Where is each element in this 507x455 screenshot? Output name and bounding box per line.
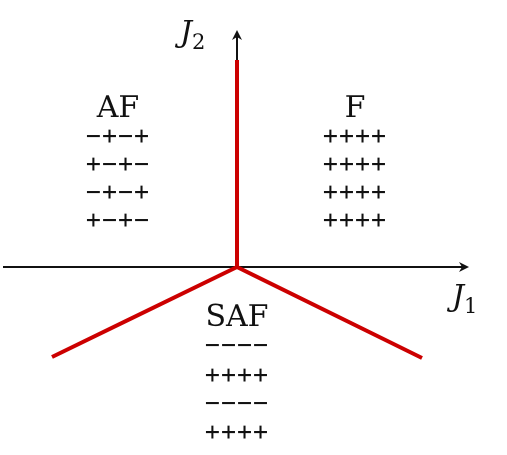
j1-axis-label-main: J [446, 279, 466, 314]
f-saf-boundary [236, 265, 423, 360]
j1-axis-label: J1 [446, 279, 477, 318]
saf-label: SAF [205, 299, 268, 334]
f-region: F ++++ ++++ ++++ ++++ [323, 90, 387, 234]
f-spin-row-3: ++++ [323, 177, 387, 206]
j2-axis-label: J2 [174, 15, 205, 54]
saf-spin-row-4: ++++ [205, 417, 269, 446]
saf-spin-row-2: ++++ [205, 360, 269, 389]
af-spin-row-2: +−+− [86, 149, 150, 178]
saf-spin-row-1: −−−− [205, 330, 269, 359]
af-spin-row-3: −+−+ [86, 177, 150, 206]
f-spin-row-1: ++++ [323, 121, 387, 150]
saf-region: SAF −−−− ++++ −−−− ++++ [205, 299, 269, 446]
f-spin-row-4: ++++ [323, 205, 387, 234]
f-label: F [345, 90, 366, 125]
af-label: AF [96, 90, 139, 125]
f-spin-row-2: ++++ [323, 149, 387, 178]
saf-spin-row-3: −−−− [205, 388, 269, 417]
af-region: AF −+−+ +−+− −+−+ +−+− [86, 90, 150, 234]
j2-axis-label-sub: 2 [192, 30, 205, 54]
j1-axis-label-sub: 1 [464, 294, 477, 318]
af-saf-boundary [51, 265, 238, 359]
j2-axis-label-main: J [174, 15, 194, 50]
af-spin-row-4: +−+− [86, 205, 150, 234]
af-spin-row-1: −+−+ [86, 121, 150, 150]
